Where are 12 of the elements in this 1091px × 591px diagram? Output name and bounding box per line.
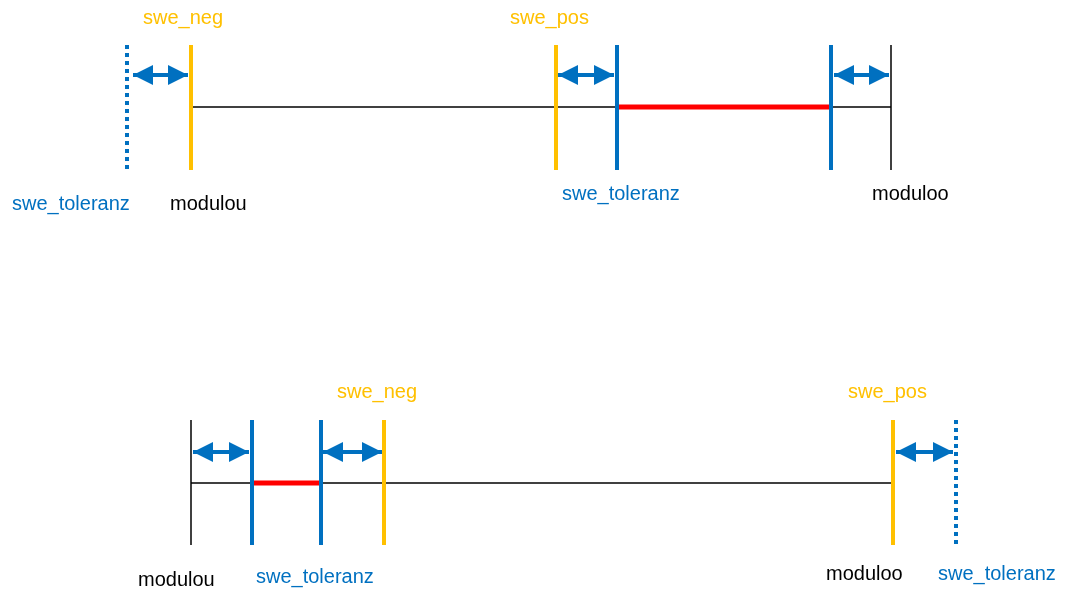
line-label: modulou [170, 191, 247, 215]
line-label: swe_toleranz [938, 561, 1056, 585]
line-label: swe_pos [510, 5, 589, 29]
line-label: modulou [138, 567, 215, 591]
line-label: swe_neg [337, 379, 418, 403]
line-label: swe_toleranz [562, 181, 680, 205]
line-label: swe_toleranz [12, 191, 130, 215]
line-label: swe_toleranz [256, 564, 374, 588]
line-label: moduloo [826, 561, 903, 585]
line-label: moduloo [872, 181, 949, 205]
line-label: swe_pos [848, 379, 927, 403]
line-label: swe_neg [143, 5, 224, 29]
